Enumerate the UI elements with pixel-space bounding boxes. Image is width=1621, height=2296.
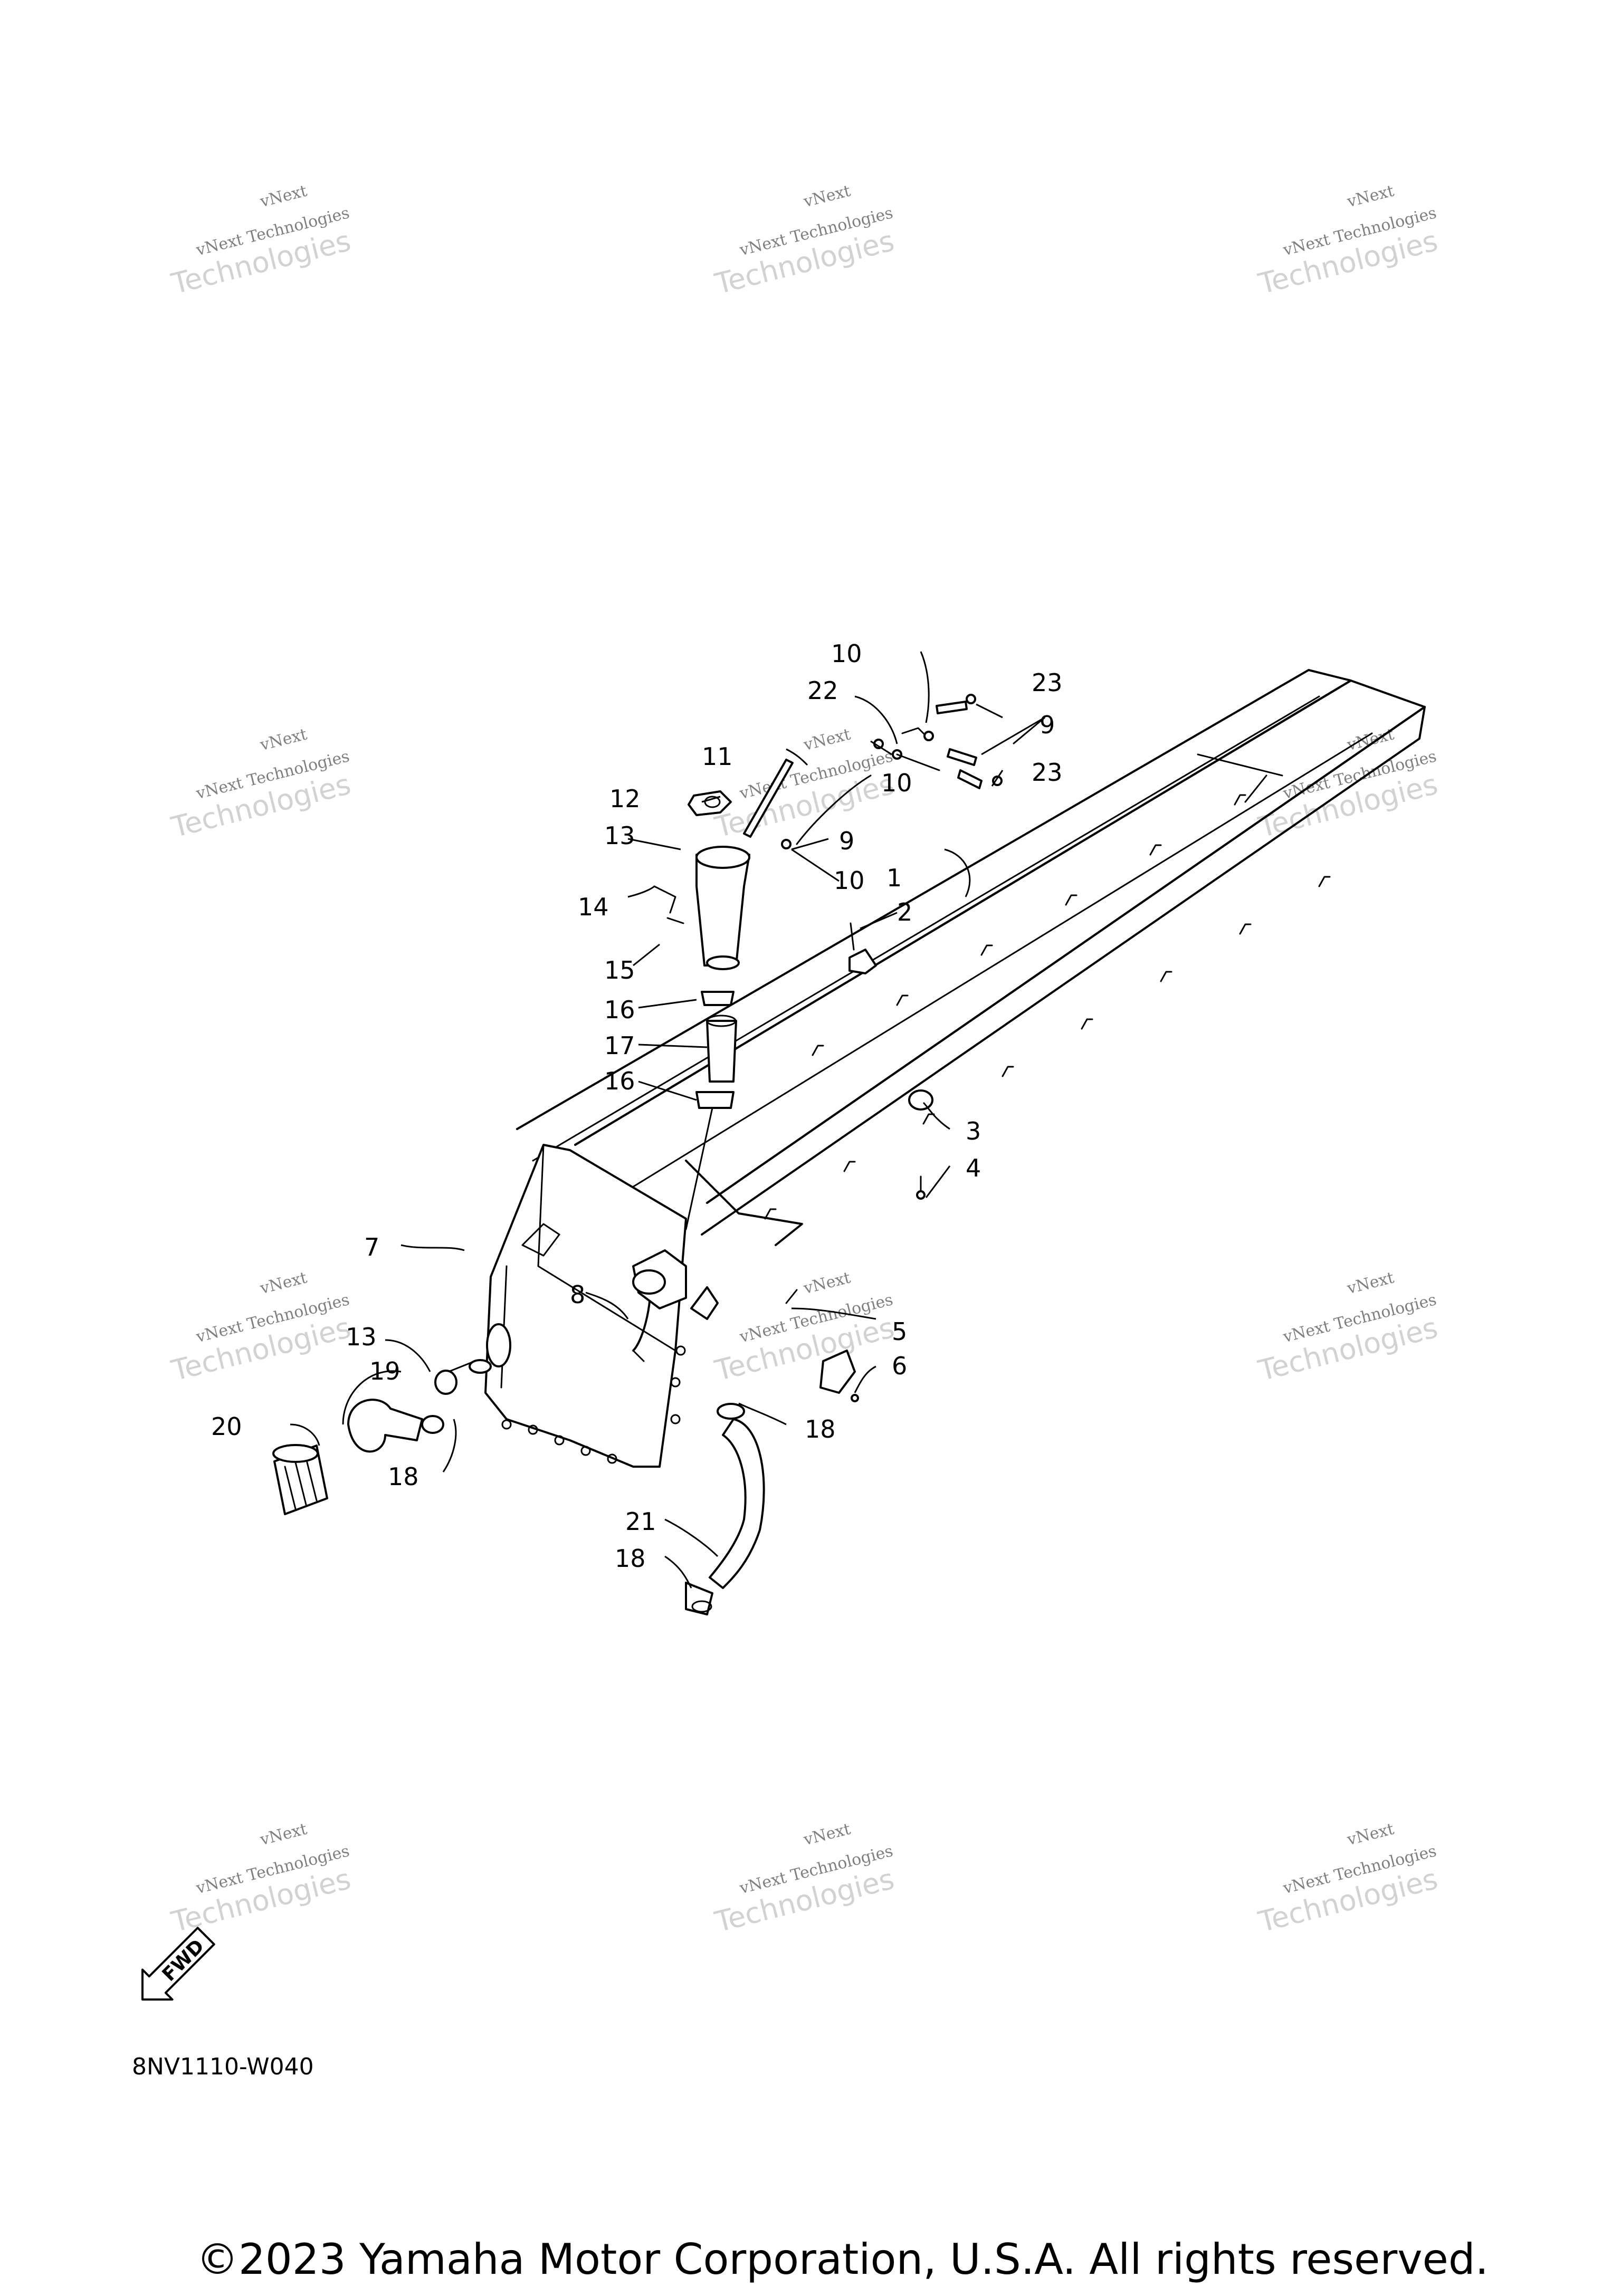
callout-23: 23 [1032,668,1063,697]
svg-text:vNext: vNext [1345,1268,1396,1298]
svg-text:vNext: vNext [258,181,309,211]
callout-7: 7 [364,1233,379,1261]
watermark: vNext vNext Technologies Technologies [1255,181,1441,301]
svg-text:vNext: vNext [802,725,853,754]
callout-11: 11 [702,742,733,771]
callout-23b: 23 [1032,758,1063,787]
copyright-notice: ©2023 Yamaha Motor Corporation, U.S.A. A… [196,2235,1489,2284]
callout-20: 20 [211,1412,242,1441]
flange-notches [764,794,1331,1220]
callout-1: 1 [886,864,902,892]
top-pipe-assembly [653,790,750,1230]
callout-10b: 10 [881,769,912,797]
callout-15: 15 [604,956,635,984]
upper-hardware [743,694,1003,849]
callout-13b: 13 [346,1323,377,1351]
hose-20 [272,1444,328,1515]
svg-text:vNext: vNext [1345,725,1396,754]
svg-text:vNext: vNext [802,181,853,211]
watermark: vNext vNext Technologies Technologies [711,181,898,301]
hose-19 [347,1360,476,1453]
callout-22: 22 [807,676,838,705]
svg-text:vNext: vNext [802,1820,853,1849]
watermark: vNext vNext Technologies Technologies [168,1820,354,1939]
callout-18: 18 [805,1415,836,1443]
leader-lines [290,651,1045,1589]
diagram-code: 8NV1110-W040 [132,2053,314,2080]
callout-labels: 1 2 3 4 5 6 7 8 9 9 10 10 10 11 12 13 13… [211,639,1063,1573]
svg-text:vNext: vNext [1345,1820,1396,1849]
callout-8: 8 [570,1280,585,1309]
callout-10: 10 [831,639,862,668]
watermark: vNext vNext Technologies Technologies [168,1268,354,1388]
muffler-housing [469,1144,687,1468]
outlet-elbow [632,1249,719,1320]
muffler-body [516,669,1426,1246]
svg-text:vNext: vNext [258,1820,309,1849]
watermark-group: vNext vNext Technologies Technologies vN… [168,181,1441,1939]
watermark: vNext vNext Technologies Technologies [711,725,898,844]
callout-21: 21 [625,1507,656,1536]
watermark: vNext vNext Technologies Technologies [168,181,354,301]
callout-6: 6 [892,1352,907,1380]
fwd-arrow-icon: FWD [141,1927,215,2001]
svg-text:vNext: vNext [1345,181,1396,211]
svg-text:vNext: vNext [802,1268,853,1298]
callout-5: 5 [892,1317,907,1346]
heat-shield-plate [785,1289,859,1402]
callout-19: 19 [369,1357,401,1385]
callout-18c: 18 [615,1544,646,1573]
bracket [848,922,877,974]
damper [908,1089,933,1200]
watermark: vNext vNext Technologies Technologies [1255,725,1441,844]
watermark: vNext vNext Technologies Technologies [1255,1268,1441,1388]
svg-text:vNext: vNext [258,725,309,754]
callout-16b: 16 [604,1067,635,1095]
callout-18b: 18 [388,1462,419,1491]
svg-text:vNext: vNext [258,1268,309,1298]
hose-21 [685,1403,765,1615]
watermark: vNext vNext Technologies Technologies [711,1820,898,1939]
callout-13: 13 [604,821,635,850]
callout-16: 16 [604,996,635,1024]
callout-14: 14 [578,893,609,921]
watermark: vNext vNext Technologies Technologies [168,725,354,844]
housing-bolts [501,1345,686,1464]
callout-17: 17 [604,1031,635,1060]
callout-9b: 9 [839,827,854,855]
callout-4: 4 [966,1154,981,1182]
callout-2: 2 [897,898,912,926]
callout-9: 9 [1040,711,1055,739]
watermark: vNext vNext Technologies Technologies [1255,1820,1441,1939]
callout-12: 12 [609,785,641,813]
callout-3: 3 [966,1117,981,1145]
callout-10c: 10 [834,866,865,895]
